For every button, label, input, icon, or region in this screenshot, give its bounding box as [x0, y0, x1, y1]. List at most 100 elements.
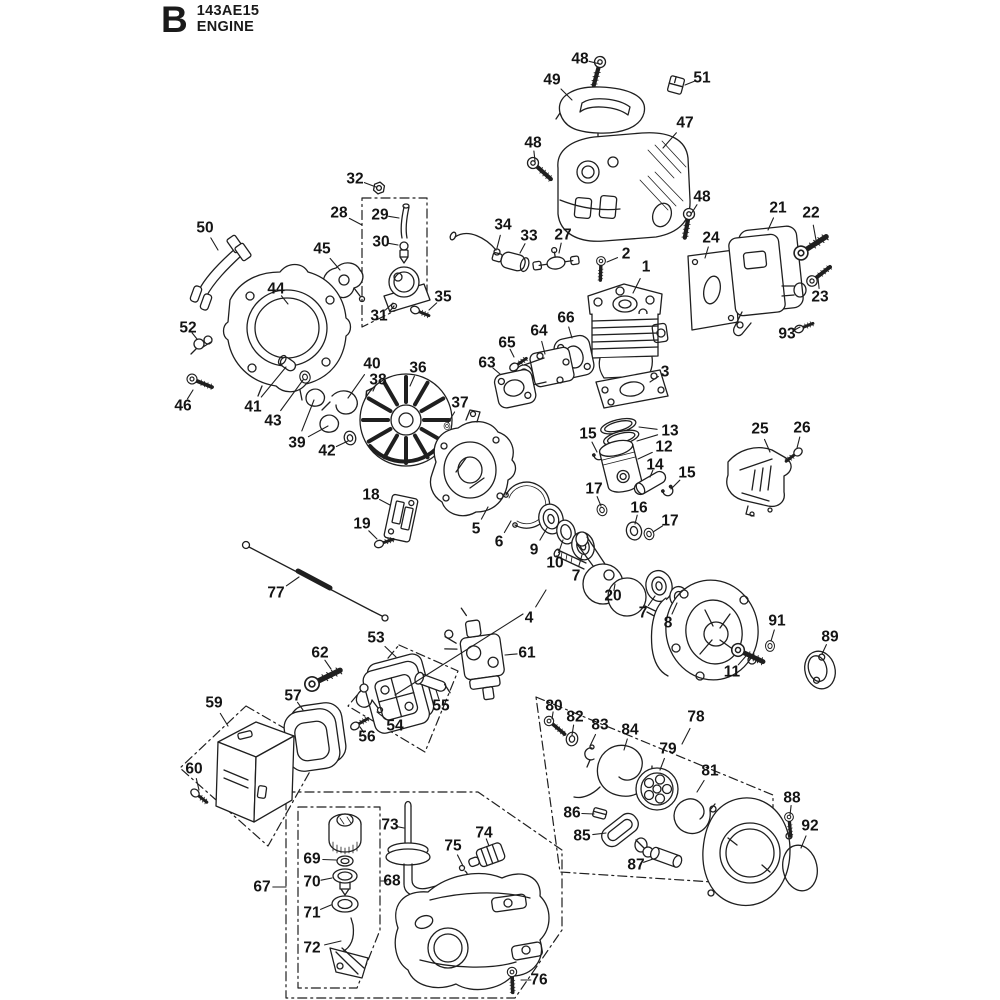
callout-label-26: 26 — [793, 420, 811, 437]
callout-label-33: 33 — [520, 228, 538, 245]
callout-label-23: 23 — [811, 289, 829, 306]
callout-label-77: 77 — [267, 585, 284, 602]
diagram-title: ENGINE — [196, 19, 255, 35]
leader-line-8 — [671, 602, 678, 615]
leader-line-10 — [558, 539, 564, 554]
leader-line-71 — [320, 904, 332, 910]
leader-line-48 — [533, 150, 536, 162]
part-59-air-cleaner-cover — [215, 721, 295, 823]
leader-line-22 — [812, 224, 817, 241]
callout-label-81: 81 — [701, 763, 719, 780]
callout-label-56: 56 — [358, 729, 376, 746]
callout-label-91: 91 — [768, 613, 786, 630]
callout-label-63: 63 — [478, 355, 496, 372]
leader-line-15 — [591, 441, 598, 453]
part-78-starter-housing — [702, 797, 793, 907]
part-70-cap-valve — [332, 868, 358, 896]
callout-label-14: 14 — [646, 457, 664, 474]
leader-line-56 — [359, 726, 365, 734]
leader-line-33 — [519, 243, 526, 254]
callout-label-73: 73 — [381, 817, 399, 834]
callout-label-28: 28 — [330, 205, 348, 222]
leader-line-26 — [796, 436, 801, 449]
leader-line-9 — [539, 527, 548, 541]
callout-label-5: 5 — [472, 521, 481, 538]
leader-line-81 — [696, 779, 705, 793]
leader-line-36 — [409, 375, 415, 387]
leader-line-66 — [568, 326, 573, 339]
callout-label-70: 70 — [303, 874, 320, 891]
callout-label-30: 30 — [372, 234, 389, 251]
part-42-washer — [342, 429, 358, 447]
leader-line-20 — [613, 583, 616, 592]
leader-line-18 — [379, 498, 391, 506]
callout-label-76: 76 — [530, 972, 548, 989]
leader-line-13 — [636, 434, 659, 442]
part-93-screw — [791, 318, 816, 336]
callout-label-72: 72 — [303, 940, 320, 957]
callout-label-49: 49 — [543, 72, 561, 89]
part-53-plate-assembly — [362, 653, 435, 734]
part-79-starter-pulley — [635, 767, 679, 811]
leader-line-93 — [792, 326, 801, 332]
part-46-bolt — [183, 370, 216, 394]
leader-line-17 — [652, 525, 663, 533]
part-81-return-spring — [673, 798, 716, 835]
callout-label-54: 54 — [386, 718, 404, 735]
callout-label-86: 86 — [563, 805, 581, 822]
part-69-disc — [336, 855, 354, 867]
callout-label-66: 66 — [557, 310, 575, 327]
callout-label-50: 50 — [196, 220, 213, 237]
callout-label-79: 79 — [659, 741, 677, 758]
leader-line-5 — [480, 506, 489, 520]
part-31-purge-pump — [383, 266, 431, 313]
part-shapes — [183, 55, 836, 995]
leader-line-84 — [623, 738, 628, 751]
callout-label-10: 10 — [546, 555, 563, 572]
callout-label-74: 74 — [475, 825, 493, 842]
leader-line-49 — [560, 88, 573, 101]
part-21-muffler — [728, 225, 807, 337]
part-91-washer — [765, 640, 775, 652]
callout-label-59: 59 — [205, 695, 223, 712]
callout-label-9: 9 — [530, 542, 539, 559]
leader-line-52 — [191, 332, 198, 340]
part-17-washer — [595, 502, 609, 518]
callout-label-25: 25 — [751, 421, 769, 438]
leader-line-59 — [219, 712, 229, 727]
callout-label-65: 65 — [498, 335, 516, 352]
part-48-bolt — [525, 155, 554, 183]
part-5-crankcase-half — [429, 409, 517, 517]
leader-line-30 — [388, 242, 399, 246]
leader-line-2 — [606, 257, 619, 263]
callout-label-84: 84 — [621, 722, 639, 739]
callout-label-34: 34 — [494, 217, 512, 234]
leader-line-45 — [329, 257, 341, 271]
callout-label-31: 31 — [370, 308, 388, 325]
fuel-cap-assembly-box — [297, 806, 381, 989]
leader-line-23 — [817, 277, 820, 289]
part-10-ring — [556, 519, 576, 545]
callout-label-1: 1 — [642, 259, 651, 276]
part-85-starter-handle — [601, 812, 648, 853]
leader-line-54 — [376, 711, 388, 721]
leader-line-39 — [307, 425, 329, 438]
part-14-piston-pin — [633, 470, 667, 496]
leader-line-62 — [324, 659, 332, 670]
part-80-bolt — [540, 712, 570, 740]
callout-label-87: 87 — [627, 857, 644, 874]
callout-label-8: 8 — [664, 615, 673, 632]
callout-label-17: 17 — [585, 481, 602, 498]
leader-line-69 — [322, 858, 337, 861]
callout-label-16: 16 — [630, 500, 648, 517]
callout-label-71: 71 — [303, 905, 321, 922]
leader-line-12 — [637, 451, 653, 460]
part-92-seal-oval — [782, 844, 818, 892]
callout-label-36: 36 — [409, 360, 427, 377]
leader-line-44 — [280, 295, 289, 305]
leader-line-51 — [684, 80, 695, 86]
callout-label-57: 57 — [284, 688, 301, 705]
leader-line-91 — [770, 629, 775, 642]
callout-label-13: 13 — [661, 423, 679, 440]
